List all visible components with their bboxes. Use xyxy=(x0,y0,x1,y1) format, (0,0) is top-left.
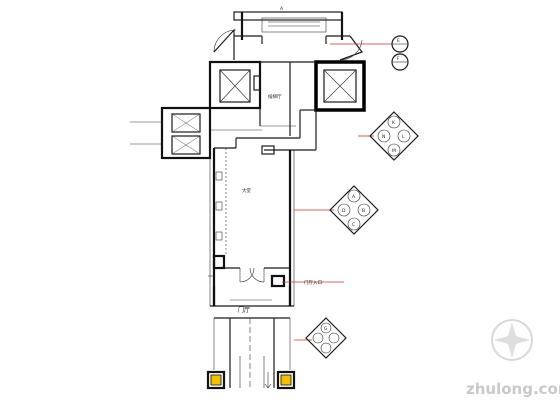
index-symbol-f: F xyxy=(391,53,409,71)
middle-diamond-d: D xyxy=(342,208,346,214)
elevator-lobby-label: 候梯厅 xyxy=(268,93,282,100)
top-note-label: A xyxy=(280,6,284,12)
watermark-text: zhulong.com xyxy=(466,380,560,398)
lower-diamond-g: G xyxy=(324,326,328,332)
entrance-canopy xyxy=(206,317,296,390)
main-lobby-walls xyxy=(208,147,295,307)
middle-diamond-a: A xyxy=(352,194,356,200)
lobby-label: 大堂 xyxy=(242,187,251,194)
elevation-index-middle: A B C D xyxy=(329,185,379,235)
elevator-shaft-right xyxy=(314,60,366,112)
top-wall-block xyxy=(213,11,363,61)
elevator-shaft-left xyxy=(208,60,262,110)
symbol-e-text: E xyxy=(397,38,400,44)
elevation-index-upper: K L M N xyxy=(369,111,419,161)
upper-diamond-k: K xyxy=(392,120,396,126)
upper-diamond-l: L xyxy=(402,134,405,140)
upper-diamond-n: N xyxy=(382,134,385,140)
symbol-f-text: F xyxy=(397,56,400,62)
middle-diamond-b: B xyxy=(362,208,365,214)
leader-lines xyxy=(282,43,392,341)
watermark-logo xyxy=(491,319,533,361)
upper-diamond-m: M xyxy=(392,148,396,154)
entrance-label: 门厅 xyxy=(238,306,250,314)
elevator-lobby-walls xyxy=(209,61,317,155)
left-service-block xyxy=(130,106,262,160)
middle-diamond-c: C xyxy=(352,222,355,228)
door-label: 门厅入口 xyxy=(304,279,322,286)
elevation-index-lower: G xyxy=(305,317,347,359)
index-symbol-e: E xyxy=(391,35,409,53)
